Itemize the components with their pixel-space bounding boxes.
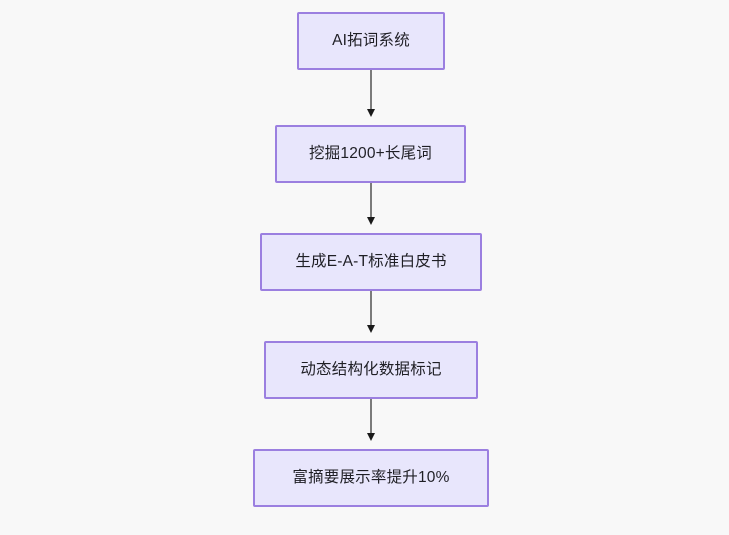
arrowhead-icon [366, 109, 375, 117]
connector-line [370, 399, 372, 434]
arrowhead-icon [366, 217, 375, 225]
flow-node-rich-snippet-rate-increase[interactable]: 富摘要展示率提升10% [253, 449, 489, 507]
connector-line [370, 70, 372, 110]
flow-node-dynamic-structured-data-markup[interactable]: 动态结构化数据标记 [264, 341, 478, 399]
flow-node-mine-longtail-keywords[interactable]: 挖掘1200+长尾词 [275, 125, 466, 183]
connector-line [370, 183, 372, 218]
arrowhead-icon [366, 325, 375, 333]
arrowhead-icon [366, 433, 375, 441]
flow-node-generate-eat-whitepaper[interactable]: 生成E-A-T标准白皮书 [260, 233, 482, 291]
flow-node-ai-keyword-system[interactable]: AI拓词系统 [297, 12, 445, 70]
connector-line [370, 291, 372, 326]
